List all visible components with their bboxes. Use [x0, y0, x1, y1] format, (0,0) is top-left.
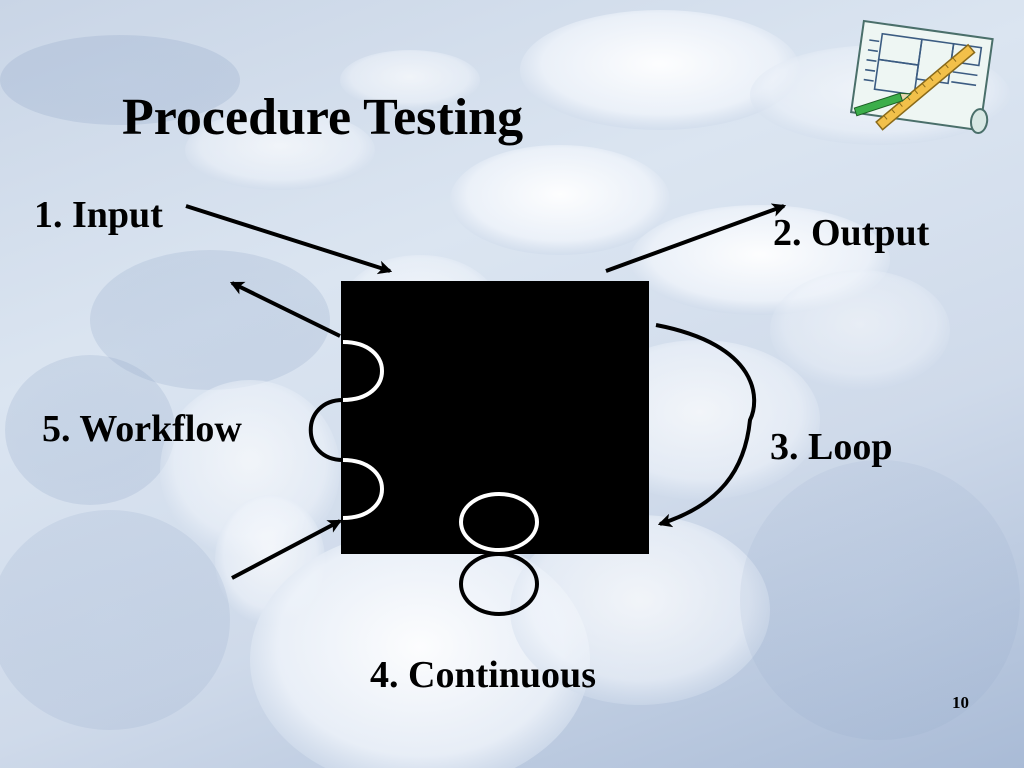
output-label: 2. Output [773, 212, 930, 254]
input-label: 1. Input [34, 194, 163, 236]
continuous-label: 4. Continuous [370, 654, 596, 696]
output-arrow [605, 203, 787, 273]
loop-arrow [655, 323, 757, 528]
blueprint-with-pencil-and-ruler-icon [849, 19, 994, 134]
continuous-loop-upper [459, 492, 539, 552]
workflow-connector-curve [308, 398, 344, 462]
loop-label: 3. Loop [770, 426, 893, 468]
continuous-loop-lower [459, 552, 539, 616]
procedure-box [341, 281, 649, 554]
workflow-bump-bottom [342, 458, 384, 520]
workflow-in-arrow [231, 519, 343, 580]
workflow-bump-top [342, 340, 384, 402]
page-number: 10 [952, 693, 969, 712]
workflow-label: 5. Workflow [42, 408, 242, 450]
slide-title: Procedure Testing [122, 89, 524, 146]
input-arrow [185, 204, 393, 275]
workflow-out-arrow [229, 281, 341, 338]
